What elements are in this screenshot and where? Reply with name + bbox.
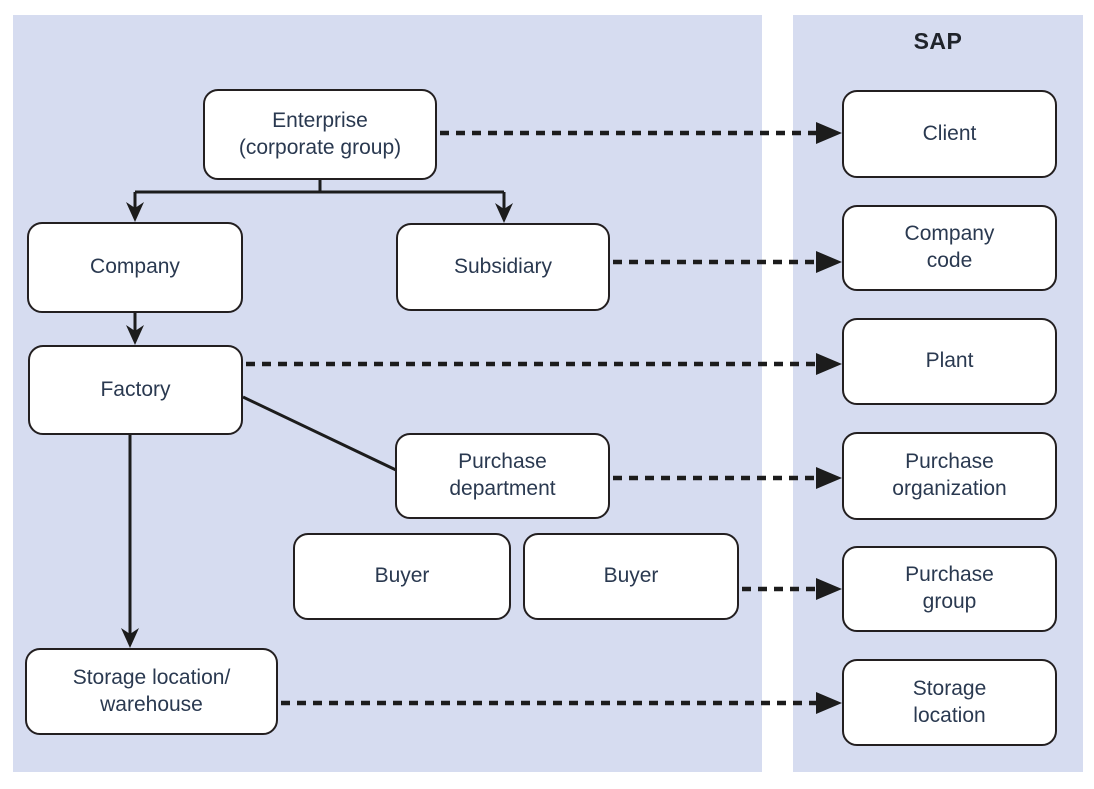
node-company: Company: [27, 222, 243, 313]
node-sap-client-label: Client: [922, 121, 977, 145]
node-factory-label: Factory: [100, 377, 171, 401]
node-sap-client: Client: [842, 90, 1057, 178]
node-buyer-2-label: Buyer: [603, 564, 659, 588]
node-buyer-1-label: Buyer: [374, 564, 430, 588]
node-factory: Factory: [28, 345, 243, 435]
node-enterprise-label: Enterprise (corporate group): [238, 108, 402, 159]
node-sap-storage-location-label: Storage location: [912, 676, 987, 727]
node-sap-plant-label: Plant: [925, 349, 974, 373]
node-buyer-1: Buyer: [293, 533, 511, 620]
node-sap-company-code-label: Company code: [904, 222, 995, 272]
node-purchase-department-label: Purchase department: [449, 450, 556, 500]
node-subsidiary: Subsidiary: [396, 223, 610, 311]
node-sap-purchase-group: Purchase group: [842, 546, 1057, 632]
node-sap-purchase-group-label: Purchase group: [905, 563, 994, 613]
node-buyer-2: Buyer: [523, 533, 739, 620]
node-sap-company-code: Company code: [842, 205, 1057, 291]
node-storage-warehouse-label: Storage location/ warehouse: [72, 665, 231, 716]
node-company-label: Company: [90, 255, 180, 279]
node-subsidiary-label: Subsidiary: [453, 254, 553, 278]
node-enterprise: Enterprise (corporate group): [203, 89, 437, 180]
node-storage-warehouse: Storage location/ warehouse: [25, 648, 278, 735]
sap-panel-title: SAP: [913, 28, 963, 54]
node-sap-plant: Plant: [842, 318, 1057, 405]
node-sap-purchase-organization-label: Purchase organization: [892, 450, 1007, 500]
node-sap-storage-location: Storage location: [842, 659, 1057, 746]
node-sap-purchase-organization: Purchase organization: [842, 432, 1057, 520]
node-purchase-department: Purchase department: [395, 433, 610, 519]
